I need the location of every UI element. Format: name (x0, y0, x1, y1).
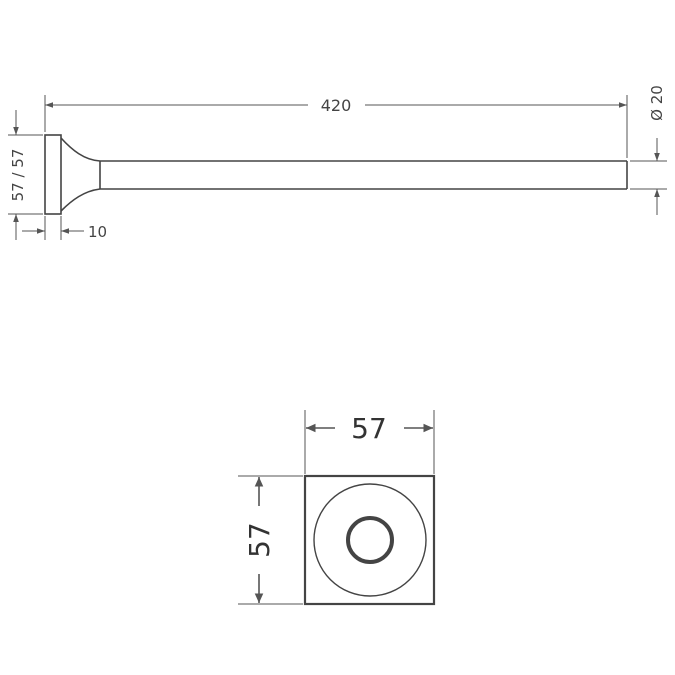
front-view (303, 474, 436, 606)
front-outer-circle (313, 483, 427, 597)
offset-label: 10 (88, 223, 107, 241)
diameter-label: Ø 20 (648, 85, 666, 121)
flange-taper-bottom (60, 188, 101, 212)
height-label: 57 (243, 522, 276, 558)
flange-taper-top (60, 137, 101, 162)
front-square-plate (303, 474, 436, 606)
flange-plate (44, 134, 62, 215)
flange-label: 57 / 57 (9, 149, 27, 202)
length-label: 420 (321, 96, 352, 115)
front-view-dimensions (238, 410, 435, 605)
side-view-dimensions (8, 95, 667, 240)
front-rod-circle (346, 516, 394, 564)
width-label: 57 (351, 412, 387, 445)
side-view (44, 134, 628, 215)
